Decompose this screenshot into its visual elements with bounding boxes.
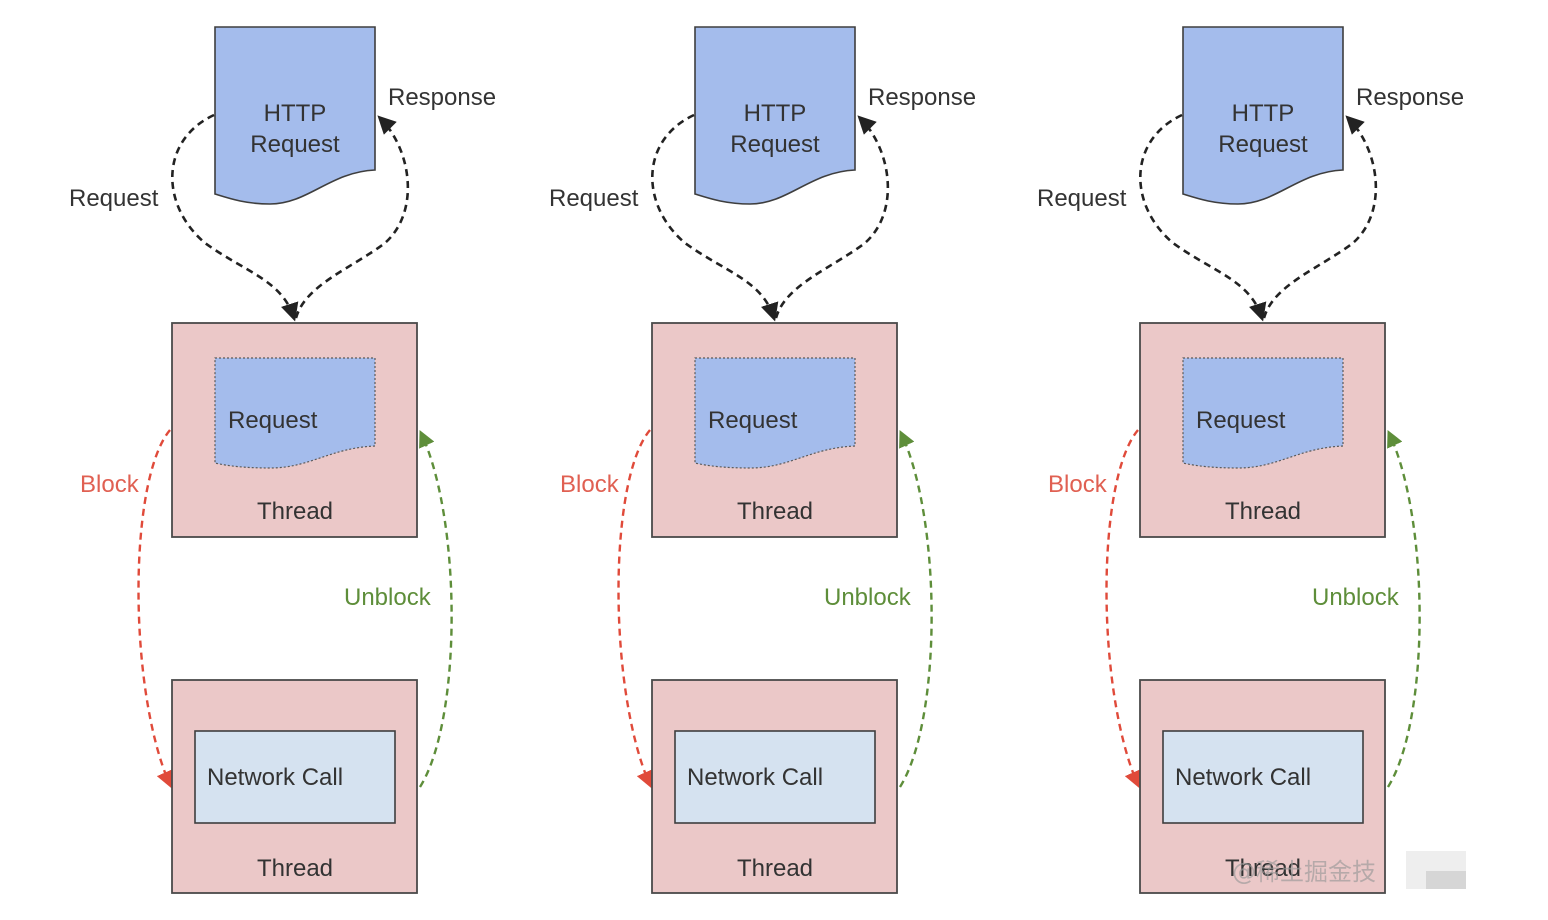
watermark-text: @稀土掘金技 bbox=[1232, 858, 1376, 886]
response-label: Response bbox=[388, 84, 496, 111]
bottom-thread-label: Thread bbox=[257, 855, 333, 882]
unblock-label: Unblock bbox=[344, 584, 432, 611]
block-arrow bbox=[137, 429, 173, 789]
http-request-line1: HTTP bbox=[1232, 100, 1295, 127]
panel-2: HTTP Request Request Response Request Th… bbox=[549, 26, 976, 894]
inner-request-label: Request bbox=[1196, 407, 1286, 434]
unblock-label: Unblock bbox=[1312, 584, 1400, 611]
top-thread-label: Thread bbox=[257, 498, 333, 525]
response-arrow bbox=[294, 115, 410, 319]
network-call-label: Network Call bbox=[1175, 764, 1311, 791]
response-arrow bbox=[774, 115, 890, 319]
panel-3: HTTP Request Request Response Request Th… bbox=[1037, 26, 1464, 894]
block-arrow bbox=[1105, 429, 1141, 789]
request-label: Request bbox=[1037, 185, 1127, 212]
inner-request-document bbox=[214, 357, 376, 469]
inner-request-document bbox=[694, 357, 856, 469]
response-arrow bbox=[1262, 115, 1378, 319]
network-call-box bbox=[674, 730, 876, 824]
block-arrow bbox=[617, 429, 653, 789]
top-thread-label: Thread bbox=[1225, 498, 1301, 525]
http-request-line2: Request bbox=[730, 131, 820, 158]
network-call-box bbox=[1162, 730, 1364, 824]
unblock-arrow bbox=[418, 429, 453, 788]
inner-request-label: Request bbox=[708, 407, 798, 434]
network-call-label: Network Call bbox=[207, 764, 343, 791]
bottom-thread-label: Thread bbox=[1225, 855, 1301, 882]
network-call-label: Network Call bbox=[687, 764, 823, 791]
request-label: Request bbox=[549, 185, 639, 212]
http-request-line1: HTTP bbox=[744, 100, 807, 127]
request-label: Request bbox=[69, 185, 159, 212]
bottom-thread-label: Thread bbox=[737, 855, 813, 882]
response-label: Response bbox=[1356, 84, 1464, 111]
block-label: Block bbox=[80, 471, 140, 498]
http-request-document bbox=[1182, 26, 1344, 205]
http-request-document bbox=[694, 26, 856, 205]
response-label: Response bbox=[868, 84, 976, 111]
unblock-label: Unblock bbox=[824, 584, 912, 611]
inner-request-label: Request bbox=[228, 407, 318, 434]
http-request-line2: Request bbox=[1218, 131, 1308, 158]
block-label: Block bbox=[1048, 471, 1108, 498]
unblock-arrow bbox=[1386, 429, 1421, 788]
inner-request-document bbox=[1182, 357, 1344, 469]
unblock-arrow bbox=[898, 429, 933, 788]
http-request-document bbox=[214, 26, 376, 205]
http-request-line1: HTTP bbox=[264, 100, 327, 127]
block-label: Block bbox=[560, 471, 620, 498]
network-call-box bbox=[194, 730, 396, 824]
top-thread-label: Thread bbox=[737, 498, 813, 525]
http-request-line2: Request bbox=[250, 131, 340, 158]
watermark-qr-block-inner bbox=[1426, 871, 1466, 889]
panel-1: HTTP Request Request Response Request Th… bbox=[69, 26, 496, 894]
